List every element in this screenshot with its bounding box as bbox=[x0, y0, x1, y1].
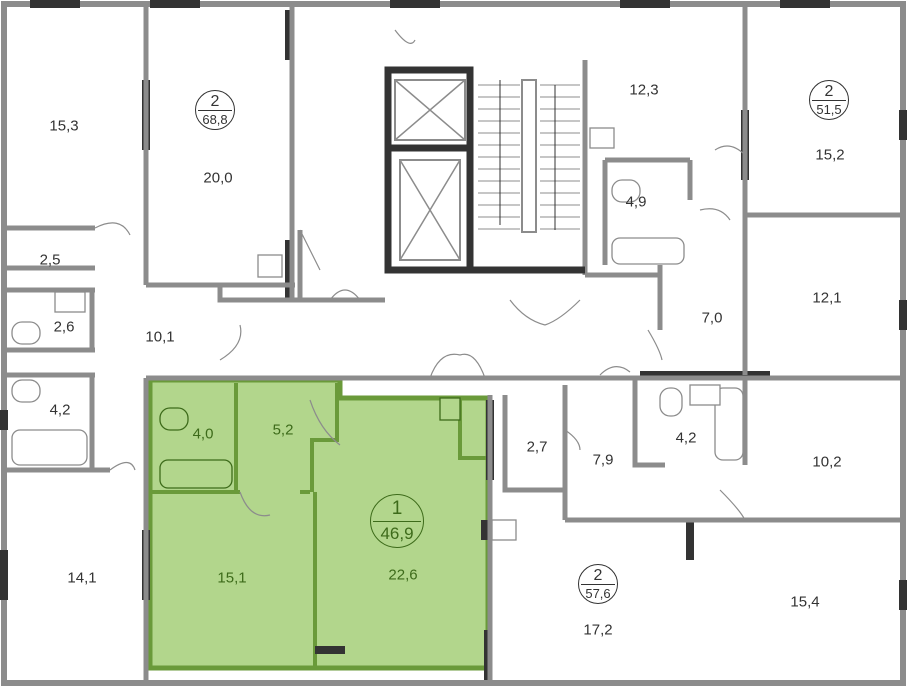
room-area: 10,1 bbox=[145, 328, 175, 346]
room-area: 4,2 bbox=[675, 429, 697, 447]
bathtub bbox=[714, 387, 744, 461]
room-area: 10,2 bbox=[812, 453, 842, 471]
sink bbox=[257, 254, 283, 278]
bathtub bbox=[611, 237, 685, 265]
elevator-shaft bbox=[394, 79, 466, 141]
bathtub bbox=[11, 429, 88, 466]
sink bbox=[491, 519, 517, 541]
apartment-area: 51,5 bbox=[816, 102, 842, 117]
apartment-area: 57,6 bbox=[585, 586, 611, 601]
room-area: 14,1 bbox=[67, 569, 97, 587]
apartment-badge[interactable]: 2 57,6 bbox=[578, 564, 618, 604]
room-area: 15,2 bbox=[815, 146, 845, 164]
selected-apartment-area bbox=[147, 377, 491, 671]
toilet bbox=[11, 379, 41, 403]
sink bbox=[589, 127, 615, 149]
apartment-rooms: 2 bbox=[812, 81, 846, 101]
apartment-rooms: 2 bbox=[581, 565, 615, 585]
sink bbox=[439, 397, 461, 421]
selected-apartment-badge[interactable]: 1 46,9 bbox=[370, 494, 424, 548]
stair-core bbox=[384, 66, 585, 274]
selected-apartment-walls bbox=[152, 383, 488, 668]
room-area: 4,0 bbox=[192, 425, 214, 443]
room-area: 20,0 bbox=[203, 169, 233, 187]
room-area: 2,6 bbox=[53, 318, 75, 336]
doors bbox=[94, 29, 746, 521]
fixtures bbox=[11, 127, 744, 541]
room-area: 7,9 bbox=[592, 451, 614, 469]
room-area: 2,5 bbox=[39, 251, 61, 269]
room-area: 4,2 bbox=[49, 401, 71, 419]
toilet bbox=[659, 387, 683, 417]
room-area: 22,6 bbox=[388, 566, 418, 584]
room-area: 2,7 bbox=[526, 438, 548, 456]
room-area: 12,3 bbox=[629, 81, 659, 99]
room-area: 17,2 bbox=[583, 621, 613, 639]
apartment-badge[interactable]: 2 51,5 bbox=[809, 80, 849, 120]
toilet bbox=[159, 407, 189, 431]
apartment-rooms: 1 bbox=[373, 495, 421, 522]
room-area: 5,2 bbox=[272, 421, 294, 439]
interior-walls bbox=[4, 4, 903, 680]
apartment-area: 68,8 bbox=[202, 112, 228, 127]
stair-steps bbox=[478, 79, 580, 233]
toilet bbox=[611, 179, 641, 203]
apartment-rooms: 2 bbox=[198, 91, 232, 111]
toilet bbox=[11, 321, 41, 345]
apartment-badge[interactable]: 2 68,8 bbox=[195, 90, 235, 130]
room-area: 15,4 bbox=[790, 593, 820, 611]
room-area: 12,1 bbox=[812, 289, 842, 307]
room-area: 7,0 bbox=[701, 309, 723, 327]
apartment-area: 46,9 bbox=[380, 524, 414, 543]
sink bbox=[54, 291, 86, 313]
elevator-shaft bbox=[399, 159, 461, 261]
bathtub bbox=[159, 459, 233, 489]
sink bbox=[689, 384, 721, 406]
room-area: 15,1 bbox=[217, 569, 247, 587]
room-area: 4,9 bbox=[625, 193, 647, 211]
room-area: 15,3 bbox=[49, 117, 79, 135]
